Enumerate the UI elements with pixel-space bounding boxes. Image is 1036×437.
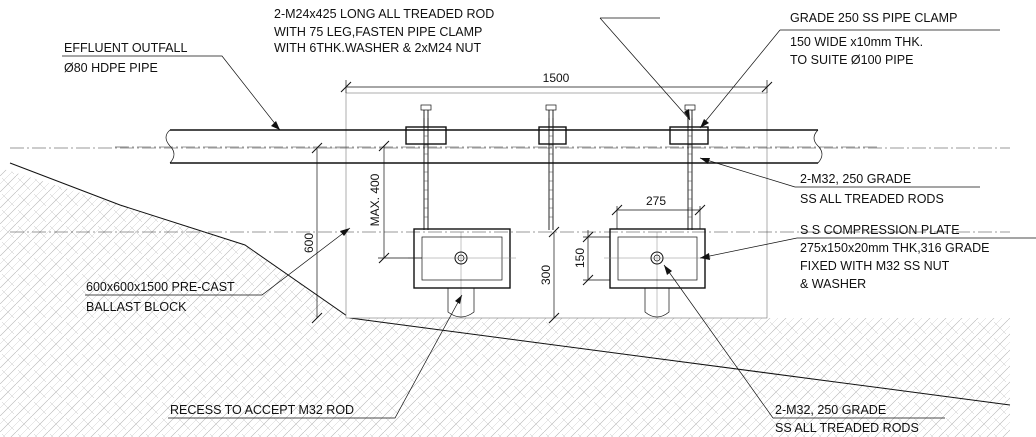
label-rod-top-line3: WITH 6THK.WASHER & 2xM24 NUT [274,41,482,55]
dimension-block-length: 1500 [340,71,773,93]
label-compression-plate: S S COMPRESSION PLATE 275x150x20mm THK,3… [800,223,989,291]
label-recess-text: RECESS TO ACCEPT M32 ROD [170,403,354,417]
label-plate-line4: & WASHER [800,277,866,291]
leader-recess [168,294,463,419]
label-clamp-line3: TO SUITE Ø100 PIPE [790,53,913,67]
pipe-clamp-left [405,104,447,145]
pipe-clamp-right [669,104,709,145]
label-plate-line1: S S COMPRESSION PLATE [800,223,960,237]
label-outfall-line2: Ø80 HDPE PIPE [64,61,158,75]
label-effluent-outfall: EFFLUENT OUTFALL Ø80 HDPE PIPE [64,41,187,75]
leader-ballast [85,227,351,296]
dimension-max-rod: MAX. 400 [368,140,422,264]
label-plate-line2: 275x150x20mm THK,316 GRADE [800,241,989,255]
hdpe-pipe [115,129,880,164]
leader-clamp [699,29,1000,129]
label-ballast-line2: BALLAST BLOCK [86,300,187,314]
label-m32-lower: 2-M32, 250 GRADE SS ALL TREADED RODS [775,403,919,435]
label-m32-upper-line2: SS ALL TREADED RODS [800,192,944,206]
label-rod-top-line1: 2-M24x425 LONG ALL TREADED ROD [274,7,494,21]
dimension-recess-depth: 300 [539,226,560,324]
dimension-recess-depth-text: 300 [539,265,553,285]
dimension-plate-height-text: 150 [573,248,587,268]
label-ballast-block: 600x600x1500 PRE-CAST BALLAST BLOCK [86,280,235,314]
label-m32-lower-line1: 2-M32, 250 GRADE [775,403,886,417]
leader-rod-top [599,17,691,121]
dimension-block-length-text: 1500 [543,71,570,85]
label-rod-top: 2-M24x425 LONG ALL TREADED ROD WITH 75 L… [274,7,494,55]
label-m32-lower-line2: SS ALL TREADED RODS [775,421,919,435]
label-plate-line3: FIXED WITH M32 SS NUT [800,259,950,273]
label-clamp-line2: 150 WIDE x10mm THK. [790,35,923,49]
ground-section [0,162,1011,437]
dimension-plate-width: 275 [611,194,706,229]
dimension-block-height: 600 [302,142,346,324]
rod-recess-right [644,232,670,318]
leader-outfall [62,55,281,131]
dimension-plate-height: 150 [573,230,610,286]
pipe-clamp-middle [538,104,567,145]
compression-plate-left [408,228,516,289]
label-m32-upper-line1: 2-M32, 250 GRADE [800,172,911,186]
leader-plate [699,237,1036,260]
leader-m32-lower [663,264,945,419]
dimension-max-rod-text: MAX. 400 [368,173,382,226]
dimension-plate-width-text: 275 [646,194,666,208]
label-clamp-line1: GRADE 250 SS PIPE CLAMP [790,11,957,25]
leader-m32-upper [699,157,980,188]
label-rod-top-line2: WITH 75 LEG,FASTEN PIPE CLAMP [274,25,482,39]
label-pipe-clamp: GRADE 250 SS PIPE CLAMP 150 WIDE x10mm T… [790,11,957,67]
label-m32-upper: 2-M32, 250 GRADE SS ALL TREADED RODS [800,172,944,206]
label-outfall-line1: EFFLUENT OUTFALL [64,41,187,55]
label-ballast-line1: 600x600x1500 PRE-CAST [86,280,235,294]
rod-recess-left [447,232,475,318]
dimension-block-height-text: 600 [302,233,316,253]
threaded-rod-middle [548,118,554,230]
label-recess: RECESS TO ACCEPT M32 ROD [170,403,354,417]
